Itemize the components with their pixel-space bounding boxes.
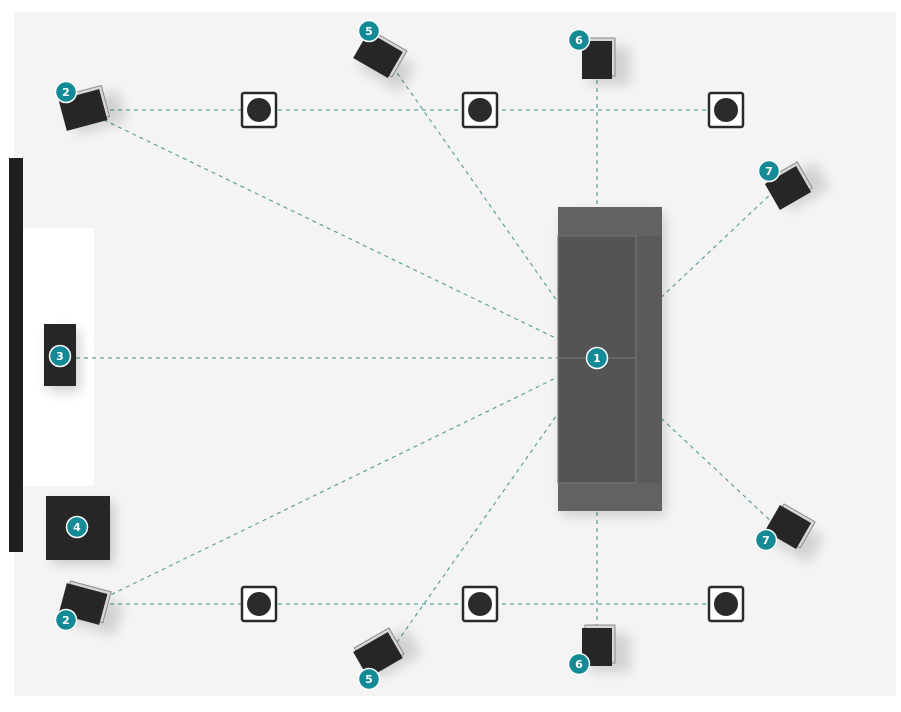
speaker-icon <box>353 632 403 678</box>
badge-surround-bottom: 5 <box>357 667 381 691</box>
speaker-rear-top <box>764 161 830 212</box>
ceiling-speaker-1 <box>240 91 278 129</box>
badge-front-left: 2 <box>54 80 78 104</box>
ceiling-speaker-2 <box>461 91 499 129</box>
ceiling-speaker-6 <box>707 585 745 623</box>
speaker-surround-top <box>353 30 416 93</box>
ceiling-speaker-5 <box>461 585 499 623</box>
badge-center-label: 3 <box>56 350 64 363</box>
badge-listener-label: 1 <box>593 352 601 365</box>
line-to-front-left <box>99 117 598 359</box>
badge-front-right-label: 2 <box>62 614 70 627</box>
badge-listener: 1 <box>585 346 609 370</box>
speaker-cabinets <box>58 30 830 680</box>
speaker-rear-bottom <box>764 503 824 564</box>
ceiling-speaker-3 <box>707 91 745 129</box>
room-floor <box>14 12 896 696</box>
ceiling-speaker-icon <box>714 592 738 616</box>
speaker-icon <box>353 32 403 78</box>
speaker-badges: 2 2 3 4 5 5 6 6 7 7 1 <box>48 19 781 691</box>
speaker-surround-bottom <box>353 627 422 680</box>
badge-side-bottom: 6 <box>567 652 591 676</box>
badge-rear-bottom: 7 <box>754 528 778 552</box>
sofa <box>557 207 665 516</box>
speaker-icon <box>764 166 812 210</box>
speaker-side-top <box>582 37 630 85</box>
badge-front-left-label: 2 <box>62 86 70 99</box>
ceiling-speakers <box>240 91 745 623</box>
badge-rear-top: 7 <box>757 159 781 183</box>
badge-subwoofer-label: 4 <box>73 521 81 534</box>
ceiling-speaker-4 <box>240 585 278 623</box>
ceiling-speaker-icon <box>247 98 271 122</box>
badge-surround-top: 5 <box>357 19 381 43</box>
speaker-icon <box>764 505 812 549</box>
ceiling-speaker-icon <box>247 592 271 616</box>
badge-subwoofer: 4 <box>65 515 89 539</box>
badge-side-top-label: 6 <box>575 34 583 47</box>
badge-side-bottom-label: 6 <box>575 658 583 671</box>
ceiling-speaker-icon <box>468 98 492 122</box>
badge-rear-bottom-label: 7 <box>762 534 770 547</box>
tv-screen <box>9 158 23 552</box>
badge-rear-top-label: 7 <box>765 165 773 178</box>
badge-side-top: 6 <box>567 28 591 52</box>
ceiling-speaker-icon <box>714 98 738 122</box>
badge-surround-bottom-label: 5 <box>365 673 373 686</box>
speaker-side-bottom <box>582 624 630 672</box>
badge-surround-top-label: 5 <box>365 25 373 38</box>
badge-front-right: 2 <box>54 608 78 632</box>
badge-center: 3 <box>48 344 72 368</box>
ceiling-speaker-icon <box>468 592 492 616</box>
